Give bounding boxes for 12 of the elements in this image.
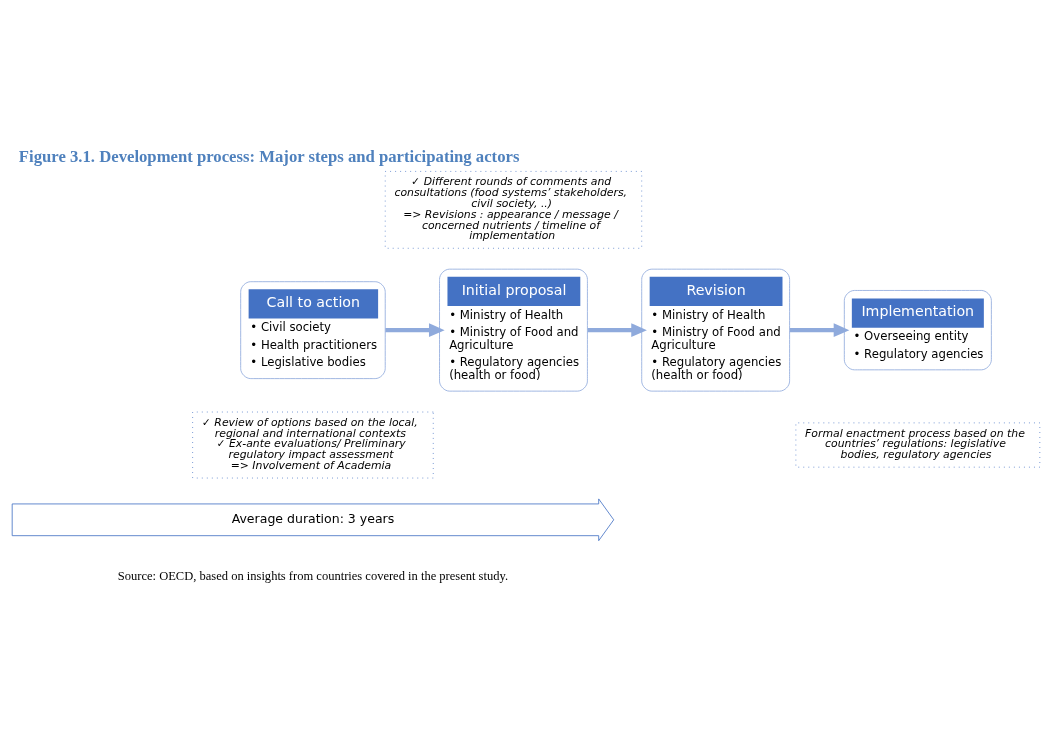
arrow [587,323,647,337]
arrow [385,323,445,337]
node-box: Initial proposal • Ministry of Health • Ministry of Food and Agriculture • Regulatory agencies (health or food) [439,268,588,392]
node-box: Formal enactment process based on the countries’ regulations: legislative bodies, regulatory agencies [795,422,1041,468]
node-box: Implementation • Overseeing entity • Regulatory agencies [843,290,992,371]
diagram-title: Figure 3.1. Development process: Major steps and participating actors [18,147,520,167]
node-box: ✓ Review of options based on the local, regional and international contexts ✓ Ex-ante evaluations/ Preliminary regulatory impact assessment => Involvement of Academia [192,411,434,479]
node-box: ✓ Different rounds of comments and consultations (food systems’ stakeholders, civil society, ..) => Revisions : appearance / message / concerned nutrients / timeline of implementation [384,171,643,249]
node-box: Revision • Ministry of Health • Ministry of Food and Agriculture • Regulatory agencies (health or food) [641,268,790,392]
arrow [789,323,850,337]
caption: Source: OECD, based on insights from countries covered in the present study. [117,568,509,583]
node-box: Call to action • Civil society • Health practitioners • Legislative bodies [240,281,386,380]
